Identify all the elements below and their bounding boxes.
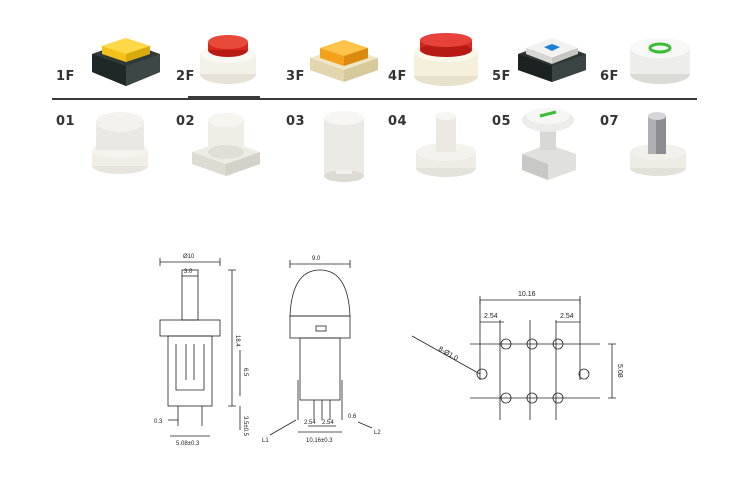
cap-item-4f: 4F	[388, 28, 498, 98]
actuator-label: 02	[176, 114, 196, 129]
dim-pin-spacing: 5.08±0.3	[176, 441, 200, 447]
actuator-label: 03	[286, 114, 306, 129]
dim-fp-hole: 8-Ø1.0	[437, 346, 459, 363]
cap-item-1f: 1F	[56, 28, 166, 98]
actuator-05-image	[522, 108, 576, 180]
cap-label: 4F	[388, 69, 407, 84]
dim-pin-w: 0.3	[154, 419, 163, 425]
cap-2f-image	[200, 35, 256, 84]
cap-label: 1F	[56, 69, 75, 84]
actuator-02-image	[192, 113, 260, 176]
divider-accent	[188, 96, 260, 98]
dim-dia: Ø10	[183, 254, 195, 260]
cap-item-3f: 3F	[286, 28, 396, 98]
actuator-label: 07	[600, 114, 620, 129]
actuator-label: 01	[56, 114, 76, 129]
label-l2: L2	[374, 430, 381, 436]
dim-front-total: 10.16±0.3	[306, 438, 333, 444]
cap-label: 2F	[176, 69, 195, 84]
dim-fp-pitch-left: 2.54	[484, 313, 498, 320]
dim-fp-vertical: 5.08	[616, 364, 623, 378]
section-divider	[52, 98, 697, 100]
cap-3f-image	[310, 40, 378, 82]
actuator-01-image	[92, 112, 148, 174]
dim-front-spacing-b: 2.54	[322, 420, 334, 426]
actuator-04-image	[416, 112, 476, 177]
actuator-item-02: 02	[176, 104, 286, 186]
dim-fp-total: 10.16	[518, 291, 536, 298]
actuator-07-image	[630, 112, 686, 176]
cap-5f-image	[518, 38, 586, 82]
dim-fp-pitch-right: 2.54	[560, 313, 574, 320]
cap-label: 3F	[286, 69, 305, 84]
cap-label: 6F	[600, 69, 619, 84]
dim-pin-len: 3.5±0.5	[242, 416, 248, 437]
actuator-label: 05	[492, 114, 512, 129]
actuator-item-04: 04	[388, 104, 498, 186]
actuator-03-image	[324, 111, 364, 182]
label-l1: L1	[262, 438, 269, 444]
cap-4f-image	[414, 33, 478, 86]
cap-6f-image	[630, 38, 690, 84]
dim-width-small: 3.0	[184, 269, 193, 275]
cap-label: 5F	[492, 69, 511, 84]
dim-height-total: 18.4	[234, 335, 240, 347]
actuator-row: 01 02 03 04	[0, 104, 747, 186]
cap-item-2f: 2F	[176, 28, 286, 98]
actuator-label: 04	[388, 114, 408, 129]
dim-front-spacing-a: 2.54	[304, 420, 316, 426]
cap-item-5f: 5F	[492, 28, 602, 98]
dim-front-width: 9.0	[312, 256, 321, 262]
drawing-canvas: Ø10 3.0 18.4 6.5 0.3 5.08±0.3 3.5±0.5 9.…	[154, 254, 623, 447]
actuator-item-05: 05	[492, 104, 602, 186]
cap-item-6f: 6F	[600, 28, 710, 98]
actuator-item-03: 03	[286, 104, 396, 186]
dim-front-pin-w: 0.6	[348, 414, 357, 420]
cap-1f-image	[92, 38, 160, 86]
actuator-item-07: 07	[600, 104, 710, 186]
technical-drawings: Ø10 3.0 18.4 6.5 0.3 5.08±0.3 3.5±0.5 9.…	[0, 240, 747, 477]
cap-row: 1F 2F 3F	[0, 28, 747, 98]
actuator-item-01: 01	[56, 104, 166, 186]
dim-height-mid: 6.5	[242, 368, 248, 377]
